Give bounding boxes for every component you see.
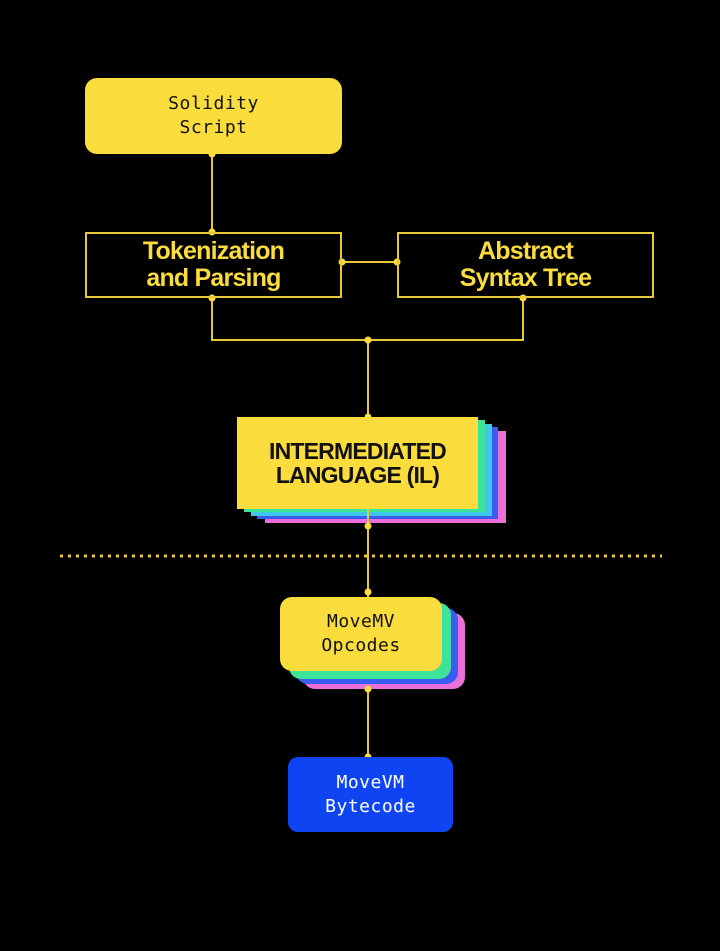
- bytecode-line2: Bytecode: [325, 795, 416, 817]
- movemv-line1: MoveMV: [326, 611, 396, 632]
- movemv-opcodes-node: MoveMV Opcodes: [280, 597, 442, 671]
- il-line2: LANGUAGE (IL): [275, 462, 440, 488]
- abstract-syntax-tree-node: Abstract Syntax Tree: [397, 232, 654, 298]
- movevm-bytecode-node: MoveVM Bytecode: [288, 757, 453, 832]
- dot-movemv-bottom: [364, 685, 372, 693]
- dot-merge: [364, 336, 372, 344]
- dot-il-bottom: [364, 522, 372, 530]
- dot-movemv-top: [364, 588, 372, 596]
- solidity-line2: Script: [179, 117, 248, 138]
- solidity-script-node: Solidity Script: [85, 78, 342, 154]
- edge-merge-to-il: [211, 298, 524, 341]
- tokenization-parsing-node: Tokenization and Parsing: [85, 232, 342, 298]
- bytecode-line1: MoveVM: [336, 771, 405, 793]
- tokenization-line1: Tokenization: [142, 237, 285, 265]
- ast-line2: Syntax Tree: [459, 264, 592, 292]
- intermediated-language-node: INTERMEDIATED LANGUAGE (IL): [237, 417, 478, 509]
- movemv-line2: Opcodes: [321, 635, 401, 656]
- il-line1: INTERMEDIATED: [268, 438, 447, 464]
- solidity-line1: Solidity: [168, 93, 259, 114]
- ast-line1: Abstract: [477, 237, 574, 265]
- tokenization-line2: and Parsing: [146, 264, 281, 292]
